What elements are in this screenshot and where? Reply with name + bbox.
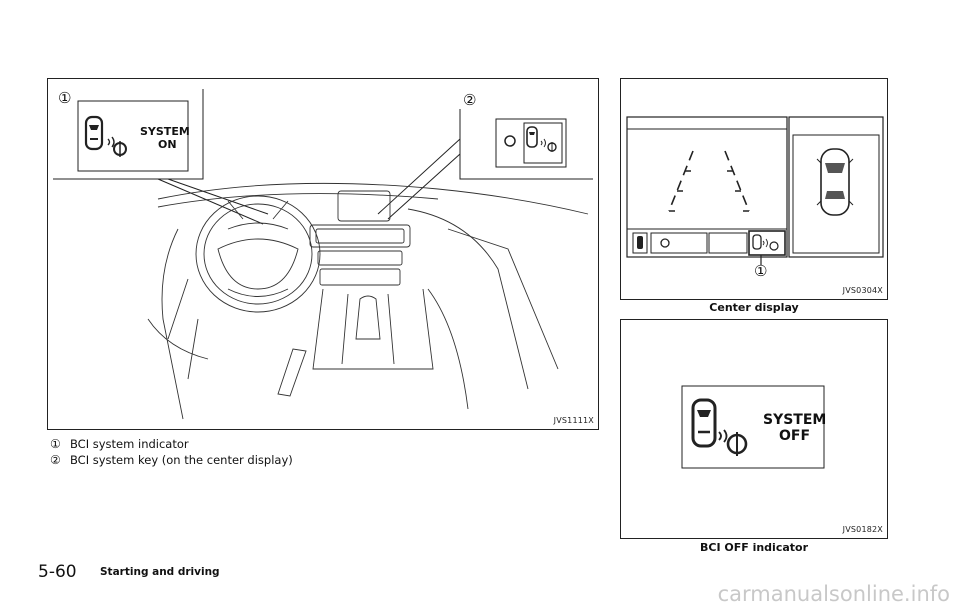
legend: ① BCI system indicator ② BCI system key … — [50, 436, 293, 468]
legend-item: ② BCI system key (on the center display) — [50, 452, 293, 468]
watermark: carmanualsonline.info — [717, 582, 950, 606]
callout1-text-line1: SYSTEM — [140, 125, 190, 138]
page-number: 5-60 — [38, 562, 77, 582]
off-text-line1: SYSTEM — [763, 412, 827, 428]
bci-off-caption: BCI OFF indicator — [699, 541, 809, 554]
figure-code: JVS0304X — [842, 286, 883, 295]
legend-text: BCI system key (on the center display) — [70, 453, 293, 467]
off-text-line2: OFF — [779, 428, 811, 444]
legend-text: BCI system indicator — [70, 437, 189, 451]
callout2-marker: ② — [463, 91, 477, 109]
callout1-text-line2: ON — [158, 138, 177, 151]
center-display-figure: ① JVS0304X — [620, 78, 888, 300]
legend-marker: ② — [50, 453, 61, 467]
bci-off-figure: SYSTEM OFF JVS0182X — [620, 319, 888, 539]
section-title: Starting and driving — [100, 566, 220, 578]
center-display-illustration — [626, 116, 884, 265]
dashboard-figure: ① ② SYSTEM ON JVS1111X — [47, 78, 599, 430]
figure-code: JVS1111X — [553, 416, 594, 425]
callout1-marker: ① — [58, 89, 72, 107]
dashboard-illustration — [53, 89, 593, 420]
legend-item: ① BCI system indicator — [50, 436, 293, 452]
bci-off-illustration — [681, 385, 825, 469]
center-display-caption: Center display — [709, 301, 799, 314]
center-display-marker: ① — [754, 262, 768, 280]
legend-marker: ① — [50, 437, 61, 451]
figure-code: JVS0182X — [842, 525, 883, 534]
